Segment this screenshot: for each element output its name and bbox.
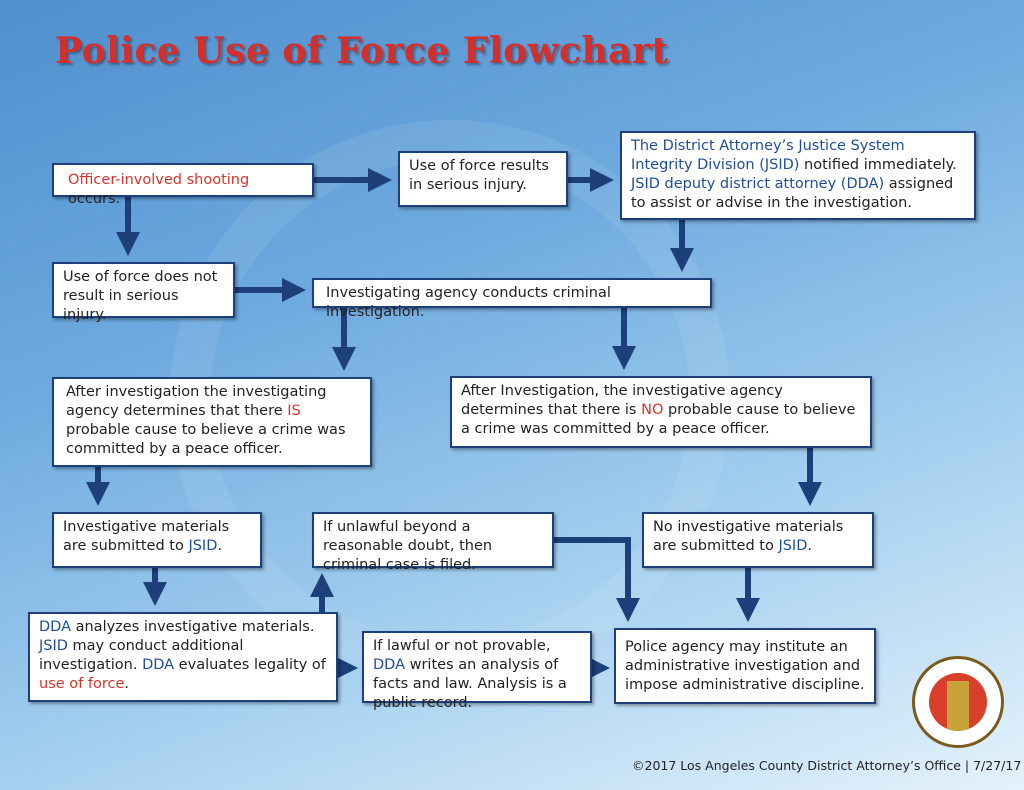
box-text-run: DDA: [373, 657, 405, 673]
box-jsid-notified: The District Attorney’s Justice System I…: [620, 131, 976, 220]
page-title: Police Use of Force Flowchart: [55, 30, 669, 72]
box-text-run: may conduct additional investigation.: [39, 638, 244, 673]
box-officer-shooting: Officer-involved shooting occurs.: [52, 163, 314, 207]
box-text-run: .: [807, 538, 812, 554]
box-text-run: occurs.: [68, 191, 121, 207]
box-not-serious: Use of force does not result in serious …: [52, 262, 235, 323]
box-text-run: probable cause to believe a crime was co…: [66, 422, 346, 457]
box-materials-submitted: Investigative materials are submitted to…: [52, 512, 262, 568]
box-text-run: Officer-involved shooting: [68, 172, 250, 188]
box-text-run: .: [217, 538, 222, 554]
box-text-run: DDA: [142, 657, 175, 673]
box-text-run: assigned to assist or advise in the inve…: [631, 176, 954, 211]
box-dda-analyzes: DDA analyzes investigative materials. JS…: [28, 612, 338, 702]
box-text-run: IS: [287, 403, 301, 419]
box-text-run: No investigative materials are submitted…: [653, 519, 844, 554]
box-text-run: If lawful or not provable,: [373, 638, 551, 654]
box-text-run: analyzes investigative materials.: [71, 619, 315, 635]
box-text-run: JSID: [39, 638, 68, 654]
box-text-run: use of force: [39, 676, 125, 692]
box-no-materials-submitted: No investigative materials are submitted…: [642, 512, 874, 568]
box-text-run: evaluates legality of: [174, 657, 326, 673]
box-text-run: If unlawful beyond a reasonable doubt, t…: [323, 519, 493, 573]
box-lawful-analysis: If lawful or not provable, DDA writes an…: [362, 631, 592, 711]
box-text-run: writes an analysis of facts and law. Ana…: [373, 657, 567, 711]
box-text-run: JSID deputy district attorney (DDA): [631, 176, 885, 192]
district-attorney-seal-logo: [912, 656, 1004, 748]
arrow-unlawful-to-police: [552, 537, 640, 622]
box-text-run: .: [124, 676, 129, 692]
box-text-run: After investigation the investigating ag…: [66, 384, 327, 419]
box-text-run: Police agency may institute an administr…: [625, 639, 865, 693]
box-no-probable-cause: After Investigation, the investigative a…: [450, 376, 872, 448]
box-text-run: NO: [641, 402, 664, 418]
footer-copyright: ©2017 Los Angeles County District Attorn…: [632, 758, 1022, 773]
box-text-run: DDA: [39, 619, 71, 635]
box-text-run: notified immediately.: [799, 157, 957, 173]
box-text-run: JSID: [188, 538, 218, 554]
box-text-run: Use of force does not result in serious …: [63, 269, 218, 323]
box-text-run: JSID: [778, 538, 808, 554]
box-administrative-discipline: Police agency may institute an administr…: [614, 628, 876, 704]
box-text-run: Investigating agency conducts criminal i…: [326, 285, 611, 320]
box-text-run: probable cause to believe a crime was co…: [461, 402, 856, 437]
box-text-run: Use of force results in serious injury.: [409, 158, 549, 193]
box-serious-injury: Use of force results in serious injury.: [398, 151, 568, 207]
box-text-run: Investigative materials are submitted to: [63, 519, 230, 554]
box-criminal-investigation: Investigating agency conducts criminal i…: [312, 278, 712, 320]
box-text-run: After Investigation, the investigative a…: [461, 383, 783, 418]
box-probable-cause: After investigation the investigating ag…: [52, 377, 372, 467]
box-text-run: The District Attorney’s Justice System I…: [631, 138, 905, 173]
box-criminal-case-filed: If unlawful beyond a reasonable doubt, t…: [312, 512, 554, 573]
